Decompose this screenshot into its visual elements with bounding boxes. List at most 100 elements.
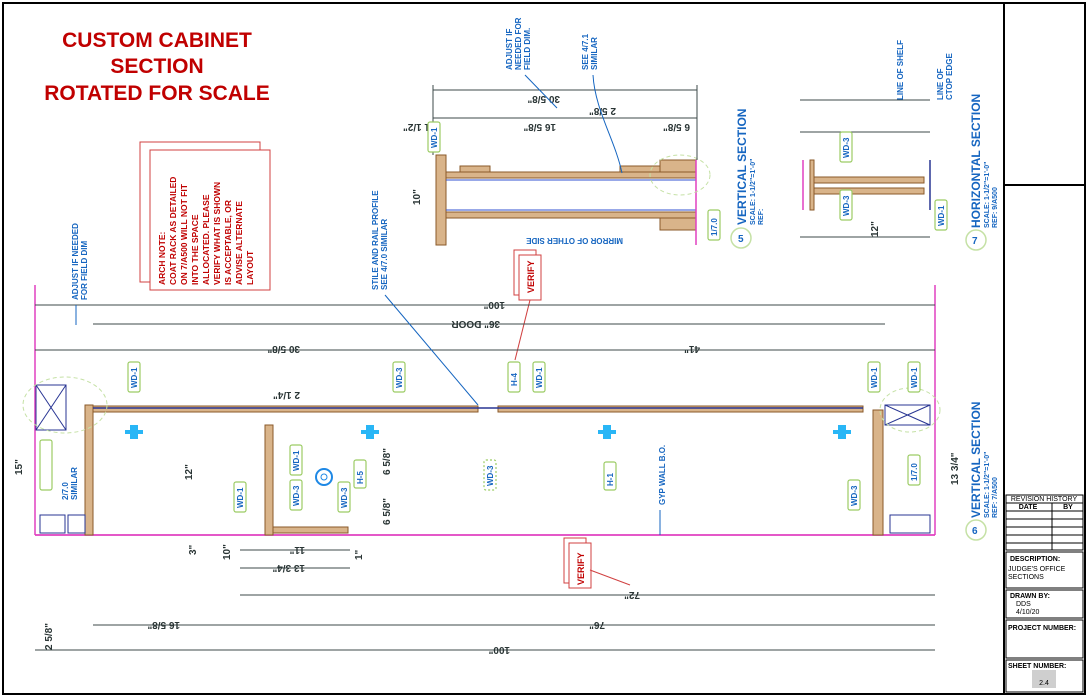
- arch-note-5-text: VERIFY WHAT IS SHOWN: [212, 182, 222, 285]
- dimensions-d1-text: 1": [354, 549, 365, 560]
- dimensions-d15a-text: 15": [14, 459, 25, 475]
- dimensions-d30-text: 30 5/8": [267, 343, 300, 354]
- tags-3-text: H-4: [510, 373, 519, 386]
- dimensions-d12-text: 12": [870, 221, 881, 237]
- dimensions-d1q-text: 1 1/2": [403, 121, 430, 132]
- arch-note-0-text: ARCH NOTE:: [157, 231, 167, 285]
- tags-15-text: 1/7.0: [910, 463, 919, 481]
- arch-note: ARCH NOTE: COAT RACK AS DETAILED ON 7/A5…: [139, 141, 271, 291]
- dimensions-d30-text: 30 5/8": [527, 93, 560, 104]
- notes-adjust-field-top-2-text: FIELD DIM.: [523, 28, 532, 70]
- sections-2-number-text: 6: [972, 526, 978, 537]
- tags-1-text: WD-3: [842, 137, 851, 158]
- tags-14-text: WD-3: [850, 485, 859, 506]
- dimensions-d2-text: 2 5/8": [589, 105, 616, 116]
- sections-1-number-text: 7: [972, 236, 978, 247]
- arch-note-4-text: ALLOCATED. PLEASE: [201, 194, 211, 285]
- arch-note-1-text: COAT RACK AS DETAILED: [168, 177, 178, 285]
- sections-1-ref-text: REF: 9/A500: [992, 187, 999, 228]
- dimensions-d41-text: 41": [684, 343, 700, 354]
- dimensions-d10-text: 10": [222, 544, 233, 560]
- tags-6-text: WD-1: [870, 367, 879, 388]
- dimensions-d12-text: 12": [184, 464, 195, 480]
- dimensions-d6-text: 6 5/8": [382, 448, 393, 475]
- notes-adjust-field-1-text: FOR FIELD DIM: [80, 241, 89, 300]
- section-5-label: 5 VERTICAL SECTION SCALE: 1-1/2"=1'-0" R…: [730, 109, 765, 249]
- notes-mirror-text: MIRROR OF OTHER SIDE: [525, 236, 623, 245]
- title-block: REVISION HISTORY DATE BY DESCRIPTION: JU…: [1005, 494, 1084, 693]
- dimensions-d16-text: 16 5/8": [147, 619, 180, 630]
- title-line2-text: SECTION: [110, 55, 203, 78]
- title-block-description-1-text: SECTIONS: [1008, 574, 1044, 581]
- tags-13-text: H-1: [606, 473, 615, 486]
- arch-note-6-text: IS ACCEPTABLE, OR: [223, 200, 233, 285]
- drawing-title: CUSTOM CABINET SECTION ROTATED FOR SCALE: [44, 29, 270, 105]
- verify-label-text: VERIFY: [576, 552, 586, 585]
- title-block-date-text: 4/10/20: [1016, 609, 1039, 616]
- sections-1-scale-text: SCALE: 1-1/2"=1'-0": [984, 162, 991, 228]
- verify-note-top: VERIFY: [513, 249, 542, 361]
- verify-label-text: VERIFY: [526, 260, 536, 293]
- notes-adjust-field-top-0-text: ADJUST IF: [505, 29, 514, 70]
- dimensions-d3-text: 3": [188, 544, 199, 555]
- notes-gyp-wall-text: GYP WALL B.O.: [658, 445, 667, 505]
- dimensions-d2-text: 2 5/8": [44, 623, 55, 650]
- tags-10-text: WD-1: [236, 487, 245, 508]
- arch-note-2-text: ON 7/A500 WILL NOT FIT: [179, 183, 189, 285]
- title-line1-text: CUSTOM CABINET: [62, 29, 252, 52]
- sections-0-number-text: 5: [738, 234, 744, 245]
- notes-adjust-field-0-text: ADJUST IF NEEDED: [71, 223, 80, 300]
- tags-5-text: WD-3: [395, 367, 404, 388]
- title-block-project-number-label-text: PROJECT NUMBER:: [1008, 625, 1076, 632]
- tags-0-text: WD-1: [430, 127, 439, 148]
- notes-line-of-ctop-0-text: LINE OF: [936, 68, 945, 100]
- section-7-drawing: 12" LINE OF SHELF LINE OF CTOP EDGE: [800, 40, 954, 238]
- tags-12-text: WD-3: [486, 465, 495, 486]
- section-7-label: 7 HORIZONTAL SECTION SCALE: 1-1/2"=1'-0"…: [965, 94, 999, 251]
- dimensions-d72-text: 72": [624, 589, 640, 600]
- title-block-description-label-text: DESCRIPTION:: [1010, 556, 1060, 563]
- dimensions-d10-text: 10": [412, 189, 423, 205]
- notes-stile-rail-0-text: STILE AND RAIL PROFILE: [371, 190, 380, 290]
- notes-line-of-ctop-1-text: CTOP EDGE: [945, 53, 954, 100]
- title-block-sheet-number-label-text: SHEET NUMBER:: [1008, 663, 1066, 670]
- notes-see-471-1-text: SIMILAR: [590, 37, 599, 70]
- section-5-drawing: 30 5/8" 16 5/8" 6 5/8" 2 5/8" 1 1/2" 10"…: [403, 17, 711, 246]
- notes-stile-rail-1-text: SEE 4/7.0 SIMILAR: [380, 219, 389, 290]
- dimensions-d6-text: 6 5/8": [663, 121, 690, 132]
- dimensions-d21-text: 2 1/4": [273, 389, 300, 400]
- tags-7-text: WD-1: [910, 367, 919, 388]
- dimensions-d13-text: 13 3/4": [272, 562, 305, 573]
- section-6-label: 6 VERTICAL SECTION SCALE: 1-1/2"=1'-0" R…: [965, 402, 999, 541]
- sections-0-title-text: VERTICAL SECTION: [735, 109, 749, 225]
- tags-2-text: WD-1: [130, 367, 139, 388]
- dimensions-door-text: 36" DOOR: [451, 318, 500, 329]
- sections-2-title-text: VERTICAL SECTION: [969, 402, 983, 518]
- dimensions-overall-top-text: 100": [483, 299, 505, 310]
- notes-similar-270-1-text: SIMILAR: [70, 467, 79, 500]
- sheet-number: 2.4: [1039, 680, 1049, 687]
- tags-11-text: H-5: [356, 471, 365, 484]
- dimensions-d16-text: 16 5/8": [523, 121, 556, 132]
- title-block-date-col-text: DATE: [1019, 504, 1038, 511]
- sections-0-ref-text: REF:: [758, 209, 765, 225]
- tags-19-text: WD-1: [937, 205, 946, 226]
- tags-4-text: WD-1: [535, 367, 544, 388]
- title-line3-text: ROTATED FOR SCALE: [44, 82, 270, 105]
- verify-note-bottom: VERIFY: [563, 537, 631, 589]
- tags-9-text: WD-3: [292, 485, 301, 506]
- sections-2-scale-text: SCALE: 1-1/2"=1'-0": [984, 452, 991, 518]
- sections-2-ref-text: REF: 7/A500: [992, 477, 999, 518]
- tags-8-text: WD-1: [292, 450, 301, 471]
- title-block-description-0-text: JUDGE'S OFFICE: [1008, 566, 1066, 573]
- tags-16-text: 1/7.0: [710, 218, 719, 236]
- notes-line-of-shelf-text: LINE OF SHELF: [896, 40, 905, 100]
- sections-0-scale-text: SCALE: 1-1/2"=1'-0": [750, 159, 757, 225]
- arch-note-7-text: ADVISE ALTERNATE: [234, 201, 244, 285]
- notes-see-471-0-text: SEE 4/7.1: [581, 33, 590, 70]
- tags-17-text: WD-3: [842, 195, 851, 216]
- title-block-by-col-text: BY: [1063, 504, 1073, 511]
- material-tags: WD-1 WD-3 WD-1 H-4 WD-1 WD-3 WD-1 WD-1 W…: [39, 121, 948, 513]
